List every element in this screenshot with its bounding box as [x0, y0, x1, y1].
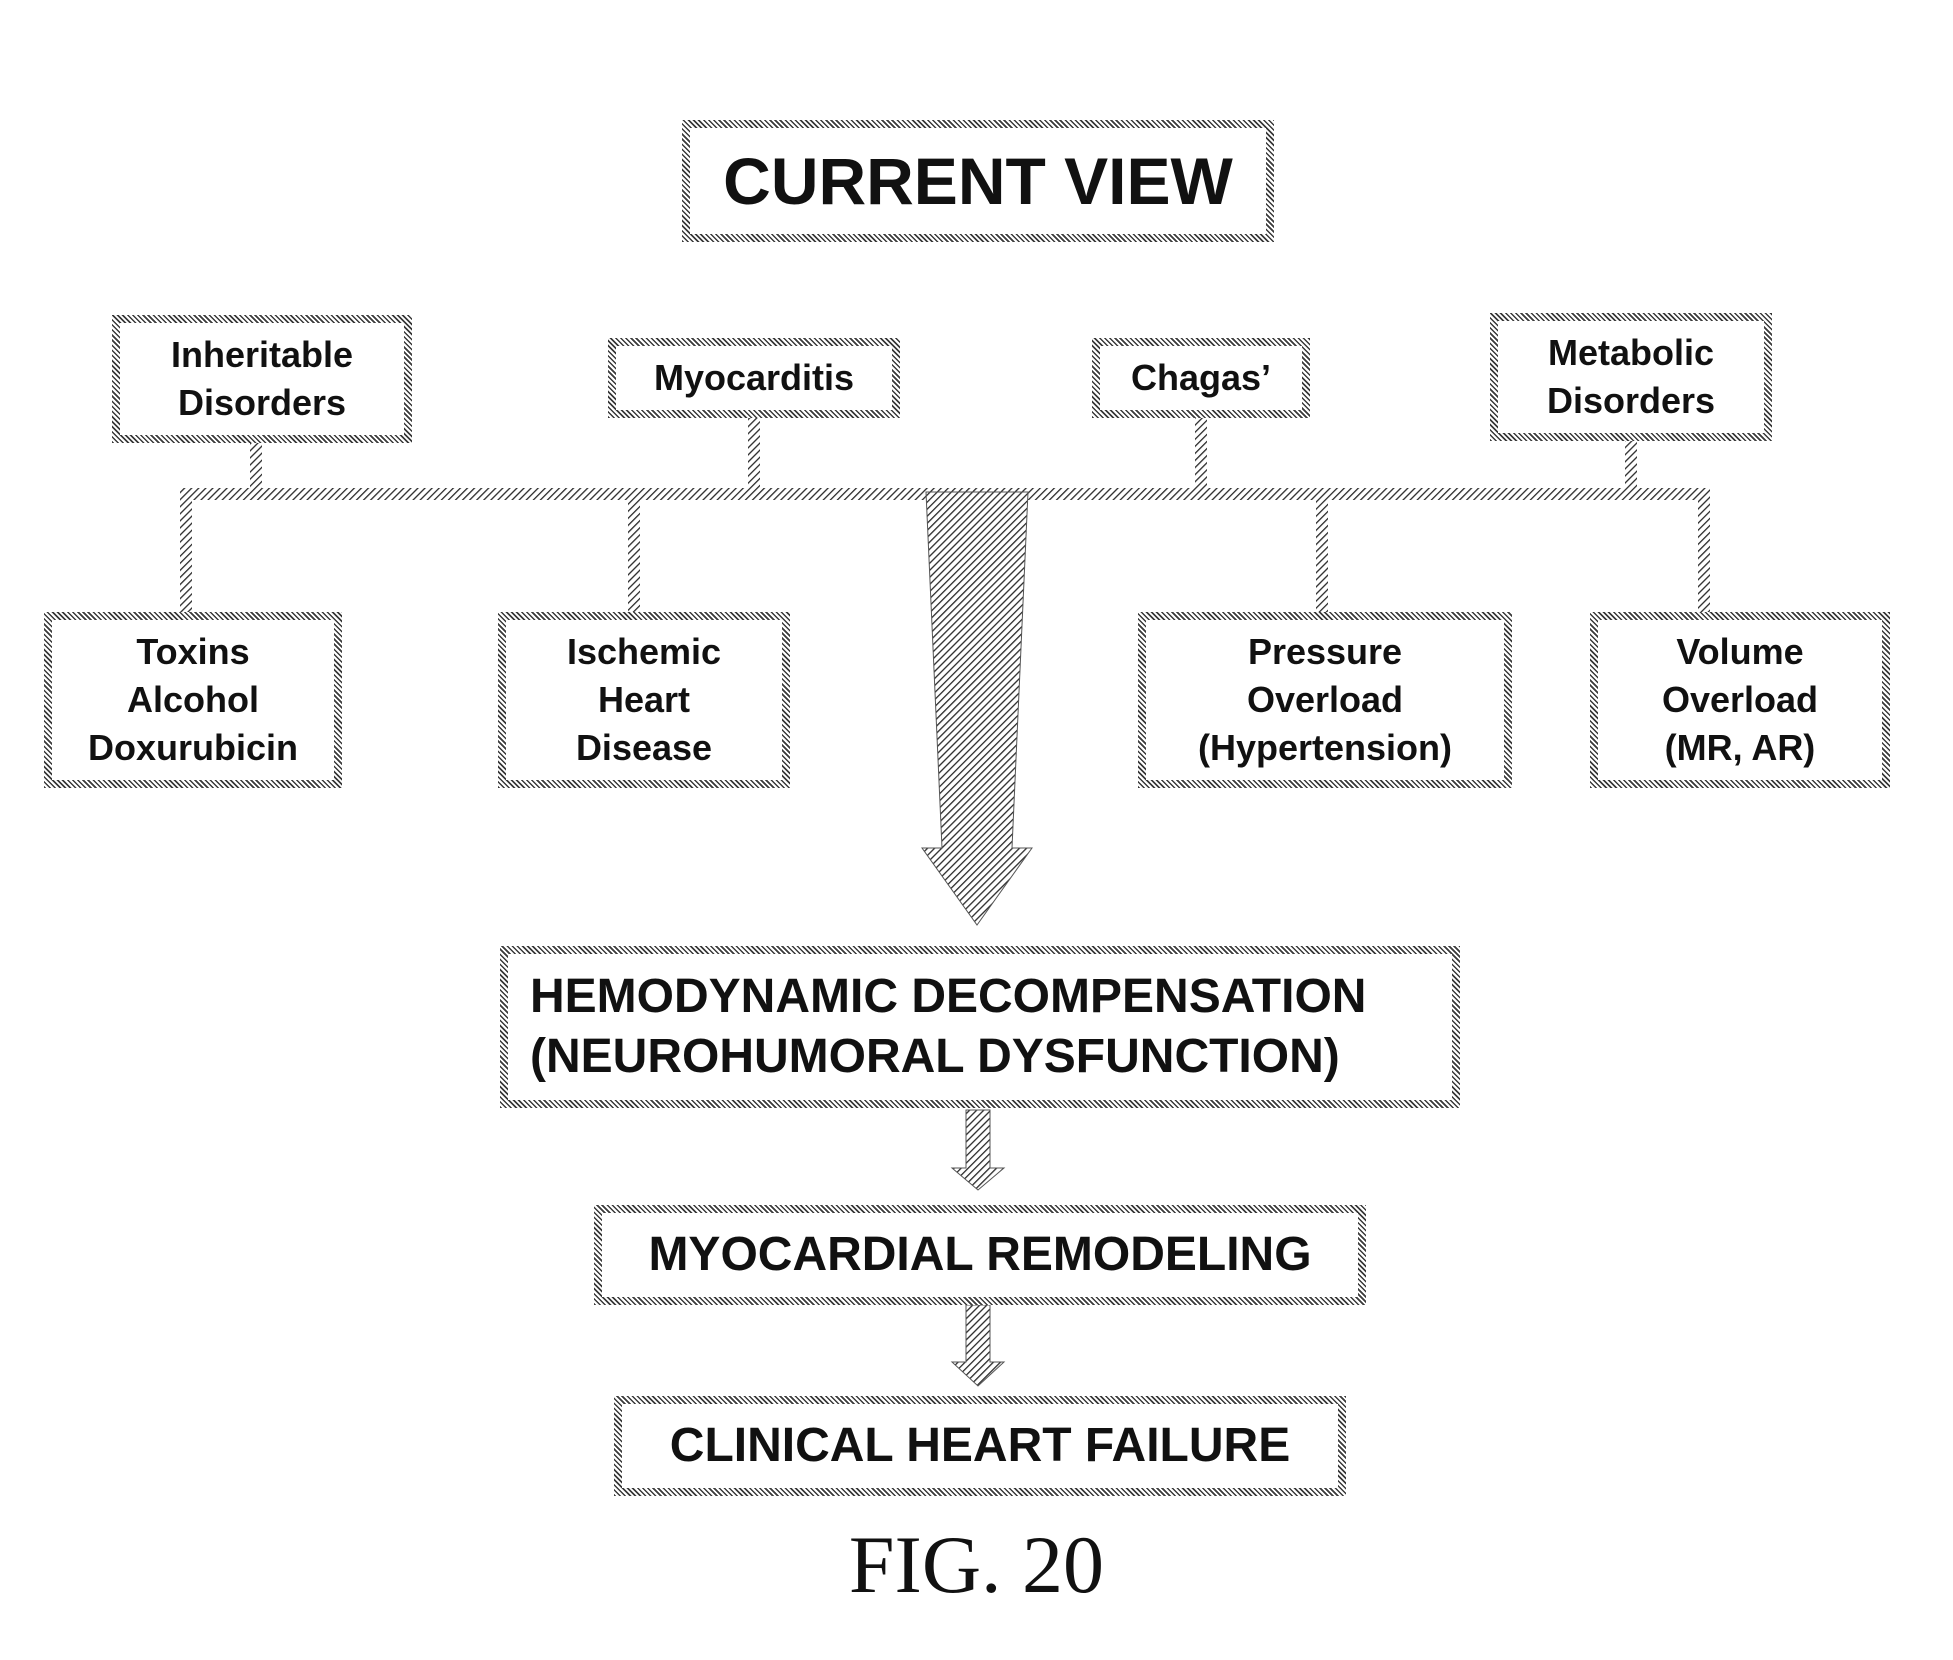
- connector-chagas: [1195, 415, 1207, 492]
- stage-label: MYOCARDIAL REMODELING: [648, 1225, 1311, 1285]
- stage-label: HEMODYNAMIC DECOMPENSATION (NEUROHUMORAL…: [530, 967, 1366, 1087]
- connector-pressure: [1316, 495, 1328, 613]
- cause-label: Metabolic Disorders: [1547, 329, 1715, 425]
- stage-clinical-heart-failure: CLINICAL HEART FAILURE: [614, 1396, 1346, 1496]
- cause-label: Myocarditis: [654, 354, 854, 402]
- cause-label: Volume Overload (MR, AR): [1662, 628, 1818, 772]
- cause-volume-overload: Volume Overload (MR, AR): [1590, 612, 1890, 788]
- cause-chagas: Chagas’: [1092, 338, 1310, 418]
- main-down-arrow: [922, 492, 1032, 925]
- cause-label: Toxins Alcohol Doxurubicin: [88, 628, 298, 772]
- cause-label: Inheritable Disorders: [171, 331, 353, 427]
- cause-myocarditis: Myocarditis: [608, 338, 900, 418]
- current-view-title-text: CURRENT VIEW: [723, 143, 1233, 219]
- cause-label: Pressure Overload (Hypertension): [1198, 628, 1452, 772]
- figure-label: FIG. 20: [0, 1518, 1953, 1612]
- connector-volume: [1698, 495, 1710, 613]
- connector-ischemic: [628, 495, 640, 613]
- stage-hemodynamic-decompensation: HEMODYNAMIC DECOMPENSATION (NEUROHUMORAL…: [500, 946, 1460, 1108]
- connector-inheritable: [250, 440, 262, 492]
- cause-ischemic-heart-disease: Ischemic Heart Disease: [498, 612, 790, 788]
- stage-myocardial-remodeling: MYOCARDIAL REMODELING: [594, 1205, 1366, 1305]
- connector-toxins: [180, 495, 192, 613]
- arrow-to-failure: [952, 1305, 1004, 1386]
- arrow-to-remodeling: [952, 1110, 1004, 1190]
- connector-metabolic: [1625, 440, 1637, 492]
- connector-myocarditis: [748, 415, 760, 492]
- stage-label: CLINICAL HEART FAILURE: [670, 1416, 1290, 1476]
- cause-pressure-overload: Pressure Overload (Hypertension): [1138, 612, 1512, 788]
- cause-label: Ischemic Heart Disease: [567, 628, 721, 772]
- cause-toxins: Toxins Alcohol Doxurubicin: [44, 612, 342, 788]
- cause-label: Chagas’: [1131, 354, 1271, 402]
- cause-metabolic-disorders: Metabolic Disorders: [1490, 313, 1772, 441]
- cause-inheritable-disorders: Inheritable Disorders: [112, 315, 412, 443]
- current-view-title: CURRENT VIEW: [682, 120, 1274, 242]
